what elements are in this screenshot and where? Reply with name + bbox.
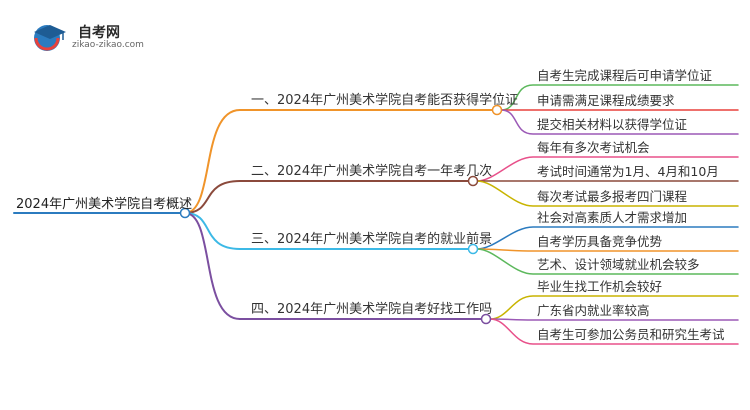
branch-1-leaf-1: 自考生完成课程后可申请学位证 (537, 68, 713, 83)
branch-3-node[interactable] (467, 243, 479, 255)
logo-name: 自考网 (78, 25, 120, 41)
branch-1-node[interactable] (491, 104, 503, 116)
branch-4-label: 四、2024年广州美术学院自考好找工作吗 (251, 302, 493, 317)
branch-3-leaf-1: 社会对高素质人才需求增加 (537, 210, 688, 225)
branch-1-leaf-3: 提交相关材料以获得学位证 (537, 117, 688, 132)
branch-3-curve (184, 212, 241, 250)
branch-2-leaf-3-line (476, 180, 739, 207)
graduation-cap-icon (34, 25, 66, 51)
branch-1-leaf-3-line (500, 109, 739, 135)
branch-3-leaf-3: 艺术、设计领域就业机会较多 (537, 257, 700, 272)
branch-4-leaf-1-line (489, 295, 739, 320)
branch-3-label: 三、2024年广州美术学院自考的就业前景 (251, 232, 493, 247)
branch-2-node[interactable] (467, 175, 479, 187)
branch-4-leaf-1: 毕业生找工作机会较好 (537, 279, 663, 294)
branch-4-curve (184, 212, 241, 320)
branch-1-leaf-2: 申请需满足课程成绩要求 (537, 93, 675, 108)
branch-2-leaf-1-line (476, 156, 739, 182)
branch-2-leaf-2: 考试时间通常为1月、4月和10月 (537, 164, 719, 179)
branch-3-leaf-2: 自考学历具备竞争优势 (537, 234, 663, 249)
branch-1-leaf-1-line (500, 84, 739, 111)
branch-3-leaf-3-line (476, 248, 739, 275)
branch-4-node[interactable] (480, 313, 492, 325)
branch-2-leaf-3: 每次考试最多报考四门课程 (537, 189, 688, 204)
root-node[interactable] (179, 207, 191, 219)
branch-1-curve (184, 109, 241, 214)
branch-1-label: 一、2024年广州美术学院自考能否获得学位证 (251, 93, 519, 108)
branch-4-leaf-2-line (489, 318, 739, 321)
branch-2-leaf-1: 每年有多次考试机会 (537, 140, 650, 155)
root-topic: 2024年广州美术学院自考概述 (16, 197, 193, 212)
branch-4-leaf-2: 广东省内就业率较高 (537, 303, 650, 318)
branch-2-curve (184, 180, 241, 214)
branch-4-leaf-3-line (489, 318, 739, 345)
site-logo[interactable]: 自考网 zikao-zikao.com (30, 20, 230, 56)
logo-url: zikao-zikao.com (72, 40, 144, 50)
branch-4-leaf-3: 自考生可参加公务员和研究生考试 (537, 327, 725, 342)
branch-3-leaf-1-line (476, 226, 739, 250)
branch-2-label: 二、2024年广州美术学院自考一年考几次 (251, 164, 493, 179)
